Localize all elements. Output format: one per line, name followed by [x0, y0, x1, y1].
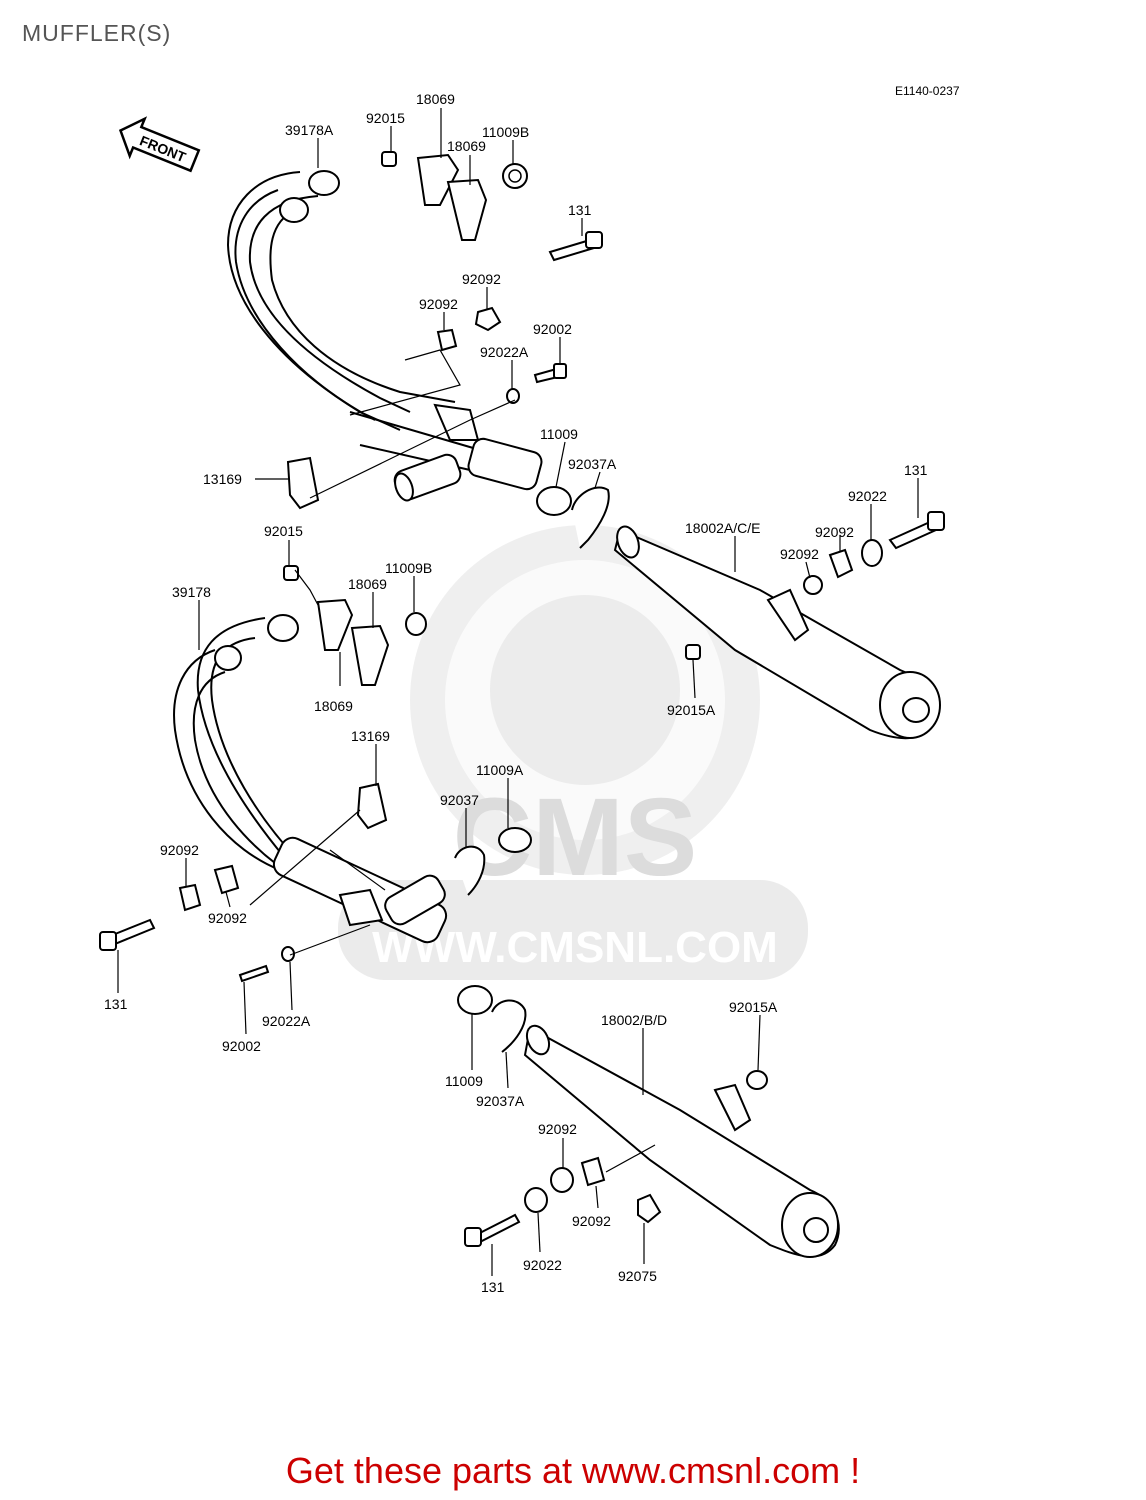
callout-label: 92092: [780, 546, 819, 562]
bolt-head: [464, 1227, 482, 1247]
callout-label: 92022: [523, 1257, 562, 1273]
nut: [381, 151, 397, 167]
washer-92022: [861, 539, 883, 567]
callout-label: 92092: [538, 1121, 577, 1137]
collector-pipe: [467, 437, 543, 491]
callout-label: 18069: [447, 138, 486, 154]
gasket-11009: [536, 486, 572, 516]
callout-label: 11009A: [476, 762, 524, 778]
callout-label: 92015: [366, 110, 405, 126]
bolt-head: [585, 231, 603, 249]
callout-label: 18002/B/D: [601, 1012, 667, 1028]
callout-label: 92015A: [729, 999, 778, 1015]
callout-label: 92015A: [667, 702, 716, 718]
callout-label: 92037: [440, 792, 479, 808]
pipe-bracket: [433, 403, 480, 441]
nut-92015a: [746, 1070, 768, 1090]
callout-label: 131: [568, 202, 592, 218]
gasket-11009a: [498, 827, 532, 853]
gasket-11009: [457, 985, 493, 1015]
lower-muffler: [523, 1024, 840, 1258]
damper-92075: [637, 1193, 662, 1224]
pipe-inlet: [308, 170, 340, 196]
callout-label: 92037A: [476, 1093, 525, 1109]
pipe-inlet: [279, 197, 309, 223]
callout-label: 92022: [848, 488, 887, 504]
callout-label: 92092: [572, 1213, 611, 1229]
callout-label: 92002: [533, 321, 572, 337]
nut-92092: [436, 328, 458, 352]
callout-label: 92015: [264, 523, 303, 539]
part-callouts: 18069 92015 39178A 18069 11009B 131 9209…: [104, 91, 928, 1295]
upper-muffler: [613, 525, 941, 740]
callout-label: 18069: [416, 91, 455, 107]
callout-label: 92037A: [568, 456, 617, 472]
bracket-13169: [356, 782, 388, 830]
bracket-18069: [446, 178, 488, 241]
bracket-18069: [350, 624, 390, 686]
clamp-92037a: [571, 486, 610, 549]
callout-label: 92092: [462, 271, 501, 287]
callout-label: 131: [104, 996, 128, 1012]
pipe-end: [394, 472, 414, 502]
callout-label: 131: [904, 462, 928, 478]
watermark-brand: CMS: [453, 776, 697, 899]
nut-92092: [550, 1167, 574, 1193]
lower-exhaust-pipes: [173, 614, 448, 944]
callout-label: 92075: [618, 1268, 657, 1284]
bolt-head: [99, 931, 117, 951]
leader-lines: [117, 108, 919, 1276]
bracket-18069: [316, 598, 354, 651]
nut-92092: [474, 306, 502, 332]
callout-label: 92002: [222, 1038, 261, 1054]
callout-label: 11009: [540, 426, 578, 442]
footer-promo-link[interactable]: Get these parts at www.cmsnl.com !: [285, 1450, 861, 1491]
pipe-inlet: [214, 645, 242, 671]
pipe-inlet: [267, 614, 299, 642]
callout-label: 39178: [172, 584, 211, 600]
bracket-13169: [286, 456, 320, 510]
callout-label: 11009B: [385, 560, 432, 576]
clamp-92037: [454, 845, 486, 896]
callout-label: 39178A: [285, 122, 334, 138]
front-arrow-icon: FRONT: [118, 116, 201, 173]
upper-exhaust-pipes: [226, 170, 543, 502]
nut-92092: [213, 864, 240, 895]
callout-label: 11009: [445, 1073, 483, 1089]
pipe-bracket: [338, 888, 384, 927]
diagram-code: E1140-0237: [895, 84, 960, 98]
callout-label: 13169: [351, 728, 390, 744]
callout-label: 92092: [208, 910, 247, 926]
callout-label: 18069: [314, 698, 353, 714]
washer-92022: [524, 1187, 548, 1213]
bolt-head: [927, 511, 945, 531]
callout-label: 92022A: [480, 344, 529, 360]
cms-watermark: CMS WWW.CMSNL.COM: [338, 525, 808, 980]
nut-92092: [178, 883, 202, 912]
nut-92092: [580, 1156, 606, 1187]
nut-92092: [803, 575, 823, 595]
callout-label: 92092: [815, 524, 854, 540]
callout-label: 92022A: [262, 1013, 311, 1029]
washer: [506, 388, 520, 404]
balance-pipe: [384, 874, 446, 926]
callout-label: 92092: [160, 842, 199, 858]
callout-label: 18002A/C/E: [685, 520, 761, 536]
callout-label: 13169: [203, 471, 242, 487]
bolt-head: [553, 363, 567, 379]
callout-label: 18069: [348, 576, 387, 592]
bolt-92002: [238, 964, 270, 983]
callout-label: 131: [481, 1279, 505, 1295]
clamp-92037a: [491, 999, 527, 1053]
nut-92015a: [685, 644, 701, 660]
callout-label: 11009B: [482, 124, 529, 140]
nut-92092: [828, 548, 854, 579]
callout-label: 92092: [419, 296, 458, 312]
nut: [283, 565, 299, 581]
page-title: MUFFLER(S): [22, 20, 172, 46]
gasket: [405, 612, 427, 636]
